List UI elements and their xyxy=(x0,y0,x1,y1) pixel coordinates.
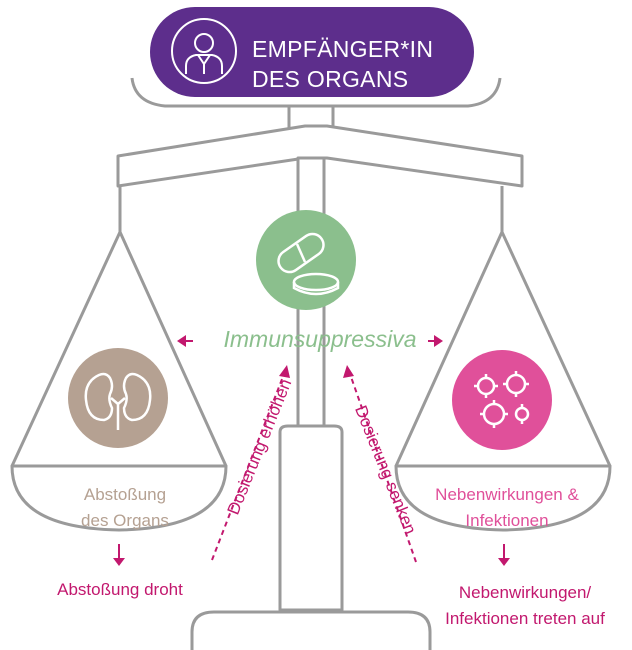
left-pan-chains xyxy=(10,231,228,467)
scale-foot xyxy=(190,610,432,650)
side-effects-outcome: Nebenwirkungen/ Infektionen treten auf xyxy=(420,580,630,632)
virus-circle xyxy=(452,350,552,450)
rejection-outcome: Abstoßung droht xyxy=(57,580,183,599)
side-effects-label-line2: Infektionen xyxy=(465,511,549,530)
person-icon xyxy=(171,18,237,84)
right-down-arrow xyxy=(498,544,510,566)
kidney-circle xyxy=(68,348,168,448)
rejection-label-line2: des Organs xyxy=(81,511,169,530)
recipient-title-line2: DES ORGANS xyxy=(252,66,409,92)
kidney-icon xyxy=(84,372,152,430)
side-effects-label-line1: Nebenwirkungen & xyxy=(435,485,579,504)
pill-capsule-icon xyxy=(277,232,340,296)
drug-circle xyxy=(256,210,356,310)
right-pan xyxy=(394,464,612,532)
recipient-title-line1: EMPFÄNGER*IN xyxy=(252,36,434,62)
side-effects-outcome-line2: Infektionen treten auf xyxy=(445,609,605,628)
side-effects-outcome-line1: Nebenwirkungen/ xyxy=(458,583,592,602)
right-pan-chains xyxy=(394,231,612,467)
column-base xyxy=(278,424,344,612)
balance-arrows xyxy=(177,335,443,347)
balance-beam xyxy=(116,124,524,188)
decrease-dosage-arrow xyxy=(343,365,417,563)
virus-icon xyxy=(474,371,530,428)
left-pan xyxy=(10,464,228,532)
recipient-title: EMPFÄNGER*IN DES ORGANS xyxy=(252,34,452,94)
side-effects-label: Nebenwirkungen & Infektionen xyxy=(412,482,602,534)
drug-label: Immunsuppressiva xyxy=(223,326,417,352)
increase-dosage-arrow xyxy=(211,365,290,561)
rejection-label-line1: Abstoßung xyxy=(83,485,167,504)
header-banner xyxy=(150,7,474,97)
rejection-label: Abstoßung des Organs xyxy=(40,482,210,534)
left-down-arrow xyxy=(113,544,125,566)
